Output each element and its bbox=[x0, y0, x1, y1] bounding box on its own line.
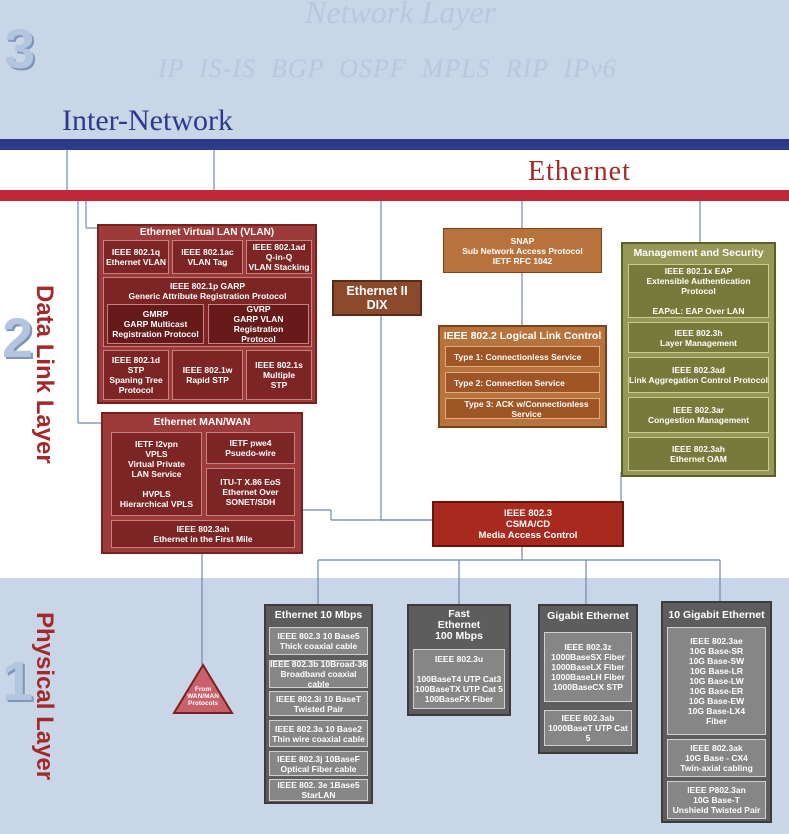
llc-type2: Type 2: Connection Service bbox=[445, 372, 600, 393]
10basef-box: IEEE 802.3j 10BaseF Optical Fiber cable bbox=[269, 751, 368, 776]
ten-gigabit-title: 10 Gigabit Ethernet bbox=[668, 609, 765, 621]
network-layer-title: Network Layer bbox=[305, 0, 497, 30]
ethernet-10-box: Ethernet 10 Mbps IEEE 802.3 10 Base5 Thi… bbox=[264, 604, 373, 804]
ethernet-label: Ethernet bbox=[528, 156, 631, 187]
snap-box: SNAP Sub Network Access Protocol IETF RF… bbox=[443, 228, 602, 273]
llc-type1: Type 1: Connectionless Service bbox=[445, 346, 600, 367]
ieee-8023u-box: IEEE 802.3u 100BaseT4 UTP Cat3 100BaseTX… bbox=[413, 649, 505, 709]
triangle-label: From WAN/MAN Protocols bbox=[187, 686, 219, 707]
ieee-8021q-box: IEEE 802.1q Ethernet VLAN bbox=[103, 240, 169, 274]
ethernet-rule bbox=[0, 190, 789, 201]
vpls-box: IETF l2vpn VPLS Virtual Private LAN Serv… bbox=[111, 432, 202, 516]
llc-title: IEEE 802.2 Logical Link Control bbox=[443, 330, 602, 342]
ieee-8023ak-box: IEEE 802.3ak 10G Base - CX4 Twin-axial c… bbox=[667, 739, 766, 777]
ethernet-ii-dix-box: Ethernet II DIX bbox=[332, 280, 422, 316]
man-wan-box: Ethernet MAN/WAN IETF l2vpn VPLS Virtual… bbox=[101, 412, 303, 554]
ieee-8021d-box: IEEE 802.1d STP Spaning Tree Protocol bbox=[103, 350, 169, 400]
man-wan-title: Ethernet MAN/WAN bbox=[153, 416, 251, 428]
ieee-p8023an-box: IEEE P802.3an 10G Base-T Unshield Twiste… bbox=[667, 781, 766, 819]
ieee-8023ad-box: IEEE 802.3ad Link Aggregation Control Pr… bbox=[628, 357, 769, 393]
physical-layer-number: 1 bbox=[2, 649, 34, 712]
10broad36-box: IEEE 802.3b 10Broad-36 Broadband coaxial… bbox=[269, 659, 368, 689]
pwe-box: IETF pwe4 Psuedo-wire bbox=[206, 432, 295, 464]
gigabit-ethernet-title: Gigabit Ethernet bbox=[547, 610, 629, 622]
ieee-8021w-box: IEEE 802.1w Rapid STP bbox=[172, 350, 243, 400]
inter-network-label: Inter-Network bbox=[62, 104, 233, 137]
ieee-8023ae-box: IEEE 802.3ae 10G Base-SR 10G Base-SW 10G… bbox=[667, 627, 766, 735]
data-link-layer-label: Data Link Layer bbox=[31, 285, 58, 464]
physical-layer-band bbox=[0, 578, 789, 834]
efm-box: IEEE 802.3ah Ethernet in the First Mile bbox=[111, 520, 295, 548]
llc-box: IEEE 802.2 Logical Link Control Type 1: … bbox=[438, 325, 607, 428]
10base5-box: IEEE 802.3 10 Base5 Thick coaxial cable bbox=[269, 627, 368, 655]
management-security-box: Management and Security IEEE 802.1x EAP … bbox=[621, 242, 776, 477]
gmrp-box: GMRP GARP Multicast Registration Protoco… bbox=[107, 304, 204, 344]
fast-ethernet-title: Fast Ethernet 100 Mbps bbox=[435, 608, 483, 642]
fast-ethernet-box: Fast Ethernet 100 Mbps IEEE 802.3u 100Ba… bbox=[407, 604, 511, 716]
mac-box: IEEE 802.3 CSMA/CD Media Access Control bbox=[432, 501, 624, 547]
physical-layer-label: Physical Layer bbox=[31, 612, 58, 781]
ieee-8023h-box: IEEE 802.3h Layer Management bbox=[628, 322, 769, 353]
vlan-box: Ethernet Virtual LAN (VLAN) IEEE 802.1q … bbox=[97, 224, 317, 404]
data-link-layer-number: 2 bbox=[2, 306, 34, 369]
network-layer-number: 3 bbox=[4, 17, 36, 80]
garp-box: IEEE 802.1p GARP Generic Attribute Regis… bbox=[103, 277, 312, 347]
ieee-8021ad-box: IEEE 802.1ad Q-in-Q VLAN Stacking bbox=[246, 240, 312, 274]
ieee-8021x-box: IEEE 802.1x EAP Extensible Authenticatio… bbox=[628, 264, 769, 318]
eos-box: ITU-T X.86 EoS Ethernet Over SONET/SDH bbox=[206, 468, 295, 516]
ieee-8021ac-box: IEEE 802.1ac VLAN Tag bbox=[172, 240, 243, 274]
10base2-box: IEEE 802.3a 10 Base2 Thin wire coaxial c… bbox=[269, 720, 368, 747]
ieee-8023ah-oam-box: IEEE 802.3ah Ethernet OAM bbox=[628, 437, 769, 471]
gigabit-ethernet-box: Gigabit Ethernet IEEE 802.3z 1000BaseSX … bbox=[538, 604, 638, 754]
10baset-box: IEEE 802.3i 10 BaseT Twisted Pair bbox=[269, 691, 368, 716]
ieee-8021s-box: IEEE 802.1s Multiple STP bbox=[246, 350, 312, 400]
1base5-box: IEEE 802. 3e 1Base5 StarLAN bbox=[269, 779, 368, 801]
wan-triangle-icon bbox=[172, 663, 234, 714]
llc-type3: Type 3: ACK w/Connectionless Service bbox=[445, 398, 600, 419]
garp-label: IEEE 802.1p GARP Generic Attribute Regis… bbox=[128, 281, 287, 301]
ieee-8023ar-box: IEEE 802.3ar Congestion Management bbox=[628, 397, 769, 433]
ten-gigabit-ethernet-box: 10 Gigabit Ethernet IEEE 802.3ae 10G Bas… bbox=[661, 601, 772, 823]
ieee-8023z-box: IEEE 802.3z 1000BaseSX Fiber 1000BaseLX … bbox=[544, 632, 632, 702]
network-layer-band bbox=[0, 0, 789, 146]
inter-network-rule bbox=[0, 139, 789, 150]
ieee-8023ab-box: IEEE 802.3ab 1000BaseT UTP Cat 5 bbox=[544, 710, 632, 746]
ethernet-10-title: Ethernet 10 Mbps bbox=[274, 609, 363, 621]
vlan-title: Ethernet Virtual LAN (VLAN) bbox=[139, 227, 275, 238]
network-protocols: IP IS-IS BGP OSPF MPLS RIP IPv6 bbox=[158, 54, 617, 83]
management-title: Management and Security bbox=[633, 247, 764, 259]
gvrp-box: GVRP GARP VLAN Registration Protocol bbox=[208, 304, 309, 344]
